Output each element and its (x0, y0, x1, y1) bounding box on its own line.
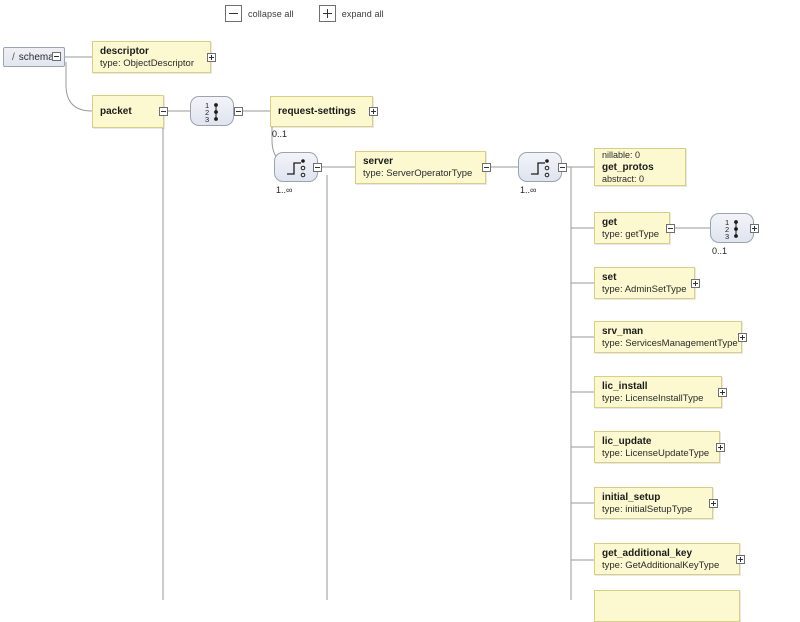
node-type: type: ObjectDescriptor (100, 57, 194, 69)
node-name: server (363, 156, 394, 167)
compositor-sequence-get[interactable]: 1 2 3 (710, 213, 754, 243)
collapse-all-control[interactable]: collapse all (225, 5, 294, 22)
node-type: type: LicenseUpdateType (602, 447, 710, 459)
compositor-sequence-packet[interactable]: 1 2 3 (190, 96, 234, 126)
node-get[interactable]: get type: getType (594, 212, 670, 244)
node-initial_setup[interactable]: initial_setup type: initialSetupType (594, 487, 713, 519)
toggle-choice-operations[interactable] (558, 163, 567, 172)
svg-text:3: 3 (205, 115, 209, 124)
node-type: type: ServerOperatorType (363, 168, 473, 179)
cardinality-sequence-get: 0..1 (712, 246, 728, 256)
node-type: type: GetAdditionalKeyType (602, 559, 720, 571)
node-get_protos[interactable]: nillable: 0 get_protos abstract: 0 (594, 148, 686, 186)
cardinality-choice-server: 1..∞ (276, 185, 293, 195)
svg-text:2: 2 (205, 108, 209, 117)
toggle-get[interactable] (666, 224, 675, 233)
node-attr-nillable: nillable: 0 (602, 149, 641, 160)
svg-text:1: 1 (205, 101, 209, 110)
node-name: srv_man (602, 325, 644, 337)
node-descriptor[interactable]: descriptor type: ObjectDescriptor (92, 41, 211, 73)
node-name: set (602, 271, 617, 283)
node-type: type: ServicesManagementType (602, 337, 738, 349)
node-partial-bottom[interactable] (594, 590, 740, 622)
node-name: descriptor (100, 45, 149, 57)
toggle-set[interactable] (691, 279, 700, 288)
toggle-descriptor[interactable] (207, 53, 216, 62)
toggle-server[interactable] (482, 163, 491, 172)
schema-root-toggle[interactable] (52, 52, 61, 61)
node-name: get (602, 216, 617, 228)
compositor-choice-operations[interactable] (518, 152, 562, 182)
node-set[interactable]: set type: AdminSetType (594, 267, 695, 299)
svg-text:1: 1 (725, 218, 729, 227)
node-name: packet (100, 106, 132, 117)
node-lic_update[interactable]: lic_update type: LicenseUpdateType (594, 431, 720, 463)
node-srv_man[interactable]: srv_man type: ServicesManagementType (594, 321, 742, 353)
node-packet[interactable]: packet (92, 95, 164, 128)
diagram-toolbar: collapse all expand all (225, 5, 402, 22)
toggle-initial_setup[interactable] (709, 499, 718, 508)
svg-text:2: 2 (725, 225, 729, 234)
node-attr-abstract: abstract: 0 (602, 173, 645, 184)
node-lic_install[interactable]: lic_install type: LicenseInstallType (594, 376, 722, 408)
node-name: request-settings (278, 106, 356, 117)
schema-diagram-canvas: collapse all expand all / schema descrip… (3, 5, 759, 622)
node-name: get_additional_key (602, 547, 693, 559)
schema-root-label: schema (18, 51, 54, 63)
toggle-sequence-get[interactable] (750, 224, 759, 233)
schema-root-slash: / (12, 51, 15, 63)
cardinality-choice-operations: 1..∞ (520, 185, 537, 195)
node-request-settings[interactable]: request-settings (270, 96, 373, 127)
node-name: initial_setup (602, 491, 661, 503)
node-name: lic_install (602, 380, 648, 392)
cardinality-request-settings: 0..1 (272, 129, 288, 139)
toggle-choice-server[interactable] (313, 163, 322, 172)
plus-box-icon[interactable] (318, 5, 336, 22)
toggle-sequence-packet[interactable] (234, 107, 243, 116)
toggle-request-settings[interactable] (369, 107, 378, 116)
toggle-lic_update[interactable] (716, 443, 725, 452)
node-server[interactable]: server type: ServerOperatorType (355, 151, 486, 184)
expand-all-control[interactable]: expand all (318, 5, 384, 22)
expand-all-label: expand all (341, 8, 384, 19)
node-type: type: initialSetupType (602, 503, 693, 515)
node-type: type: AdminSetType (602, 283, 687, 295)
compositor-choice-server[interactable] (274, 152, 318, 182)
node-name: lic_update (602, 435, 652, 447)
toggle-get_additional_key[interactable] (736, 555, 745, 564)
node-type: type: getType (602, 228, 660, 240)
node-type: type: LicenseInstallType (602, 392, 704, 404)
minus-box-icon[interactable] (225, 5, 242, 22)
toggle-srv_man[interactable] (738, 333, 747, 342)
node-name: get_protos (602, 161, 654, 173)
toggle-packet[interactable] (159, 107, 168, 116)
collapse-all-label: collapse all (248, 8, 294, 19)
node-get_additional_key[interactable]: get_additional_key type: GetAdditionalKe… (594, 543, 740, 575)
svg-text:3: 3 (725, 232, 729, 241)
schema-root-node[interactable]: / schema (3, 47, 65, 67)
toggle-lic_install[interactable] (718, 388, 727, 397)
